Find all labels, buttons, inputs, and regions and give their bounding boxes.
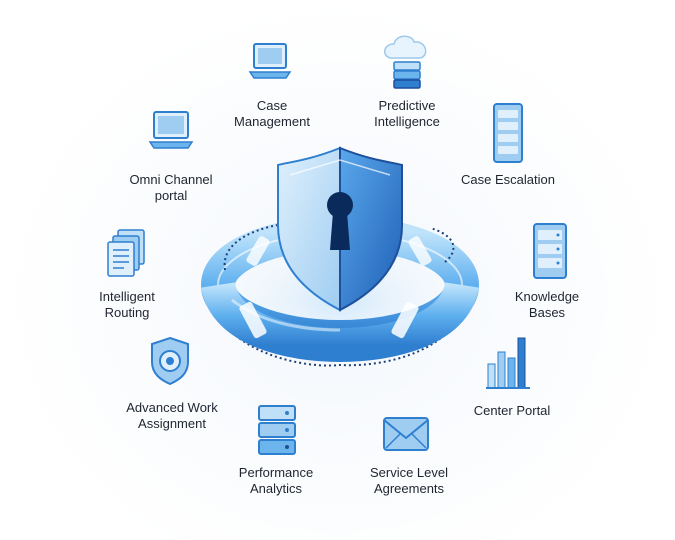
bar-chart-icon bbox=[486, 337, 530, 389]
label-center-portal: Center Portal bbox=[474, 403, 551, 419]
label-performance-analytics: Performance Analytics bbox=[239, 465, 313, 497]
label-line: Management bbox=[234, 114, 310, 129]
camera-shield-icon bbox=[151, 336, 189, 386]
label-line: Case Escalation bbox=[461, 172, 555, 187]
label-line: Case bbox=[256, 98, 288, 113]
label-intelligent-routing: Intelligent Routing bbox=[99, 289, 155, 321]
label-line: Bases bbox=[528, 305, 566, 320]
server-tower-icon bbox=[493, 103, 523, 163]
laptop-icon bbox=[148, 111, 194, 149]
label-case-management: Case Management bbox=[234, 98, 310, 130]
label-line: portal bbox=[154, 188, 188, 203]
label-case-escalation: Case Escalation bbox=[461, 172, 555, 188]
server-stack-icon bbox=[258, 405, 296, 455]
label-line: Analytics bbox=[249, 481, 303, 496]
label-knowledge-bases: Knowledge Bases bbox=[515, 289, 579, 321]
label-advanced-work-assignment: Advanced Work Assignment bbox=[126, 400, 218, 432]
cloud-server-icon bbox=[384, 35, 427, 89]
label-line: Assignment bbox=[138, 416, 206, 431]
label-line: Intelligence bbox=[374, 114, 440, 129]
label-omni-channel-portal: Omni Channel portal bbox=[129, 172, 212, 204]
label-line: Performance bbox=[238, 465, 314, 480]
envelope-icon bbox=[383, 417, 429, 451]
label-line: Agreements bbox=[373, 481, 445, 496]
label-line: Routing bbox=[104, 305, 150, 320]
label-predictive-intelligence: Predictive Intelligence bbox=[374, 98, 440, 130]
label-line: Predictive bbox=[378, 98, 436, 113]
label-line: Intelligent bbox=[99, 289, 155, 304]
server-rack-icon bbox=[533, 223, 567, 279]
laptop-icon bbox=[248, 43, 292, 79]
label-service-level-agreements: Service Level Agreements bbox=[370, 465, 448, 497]
label-line: Advanced Work bbox=[126, 400, 218, 415]
label-line: Center Portal bbox=[473, 403, 551, 418]
label-line: Service Level bbox=[369, 465, 449, 480]
documents-icon bbox=[107, 229, 145, 277]
label-line: Omni Channel bbox=[129, 172, 213, 187]
label-line: Knowledge bbox=[514, 289, 580, 304]
